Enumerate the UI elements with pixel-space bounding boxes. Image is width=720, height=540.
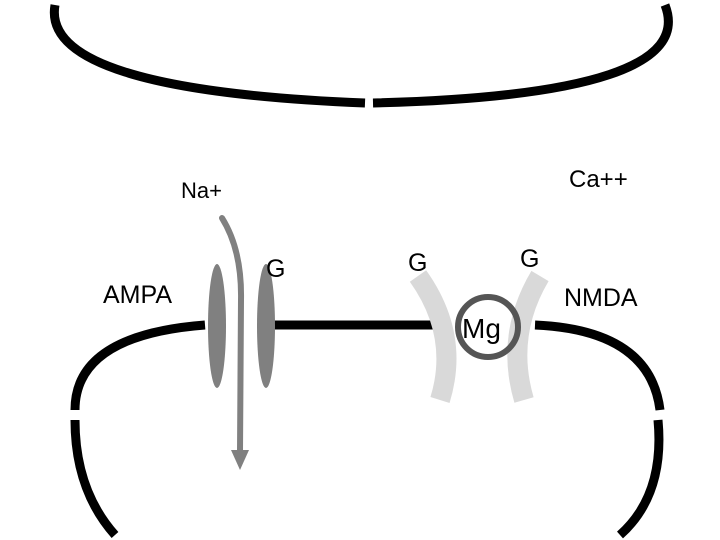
presynaptic-membrane — [49, 3, 673, 108]
ampa-channel-right — [257, 264, 275, 388]
postsynaptic-membrane — [70, 320, 665, 539]
postsynaptic-membrane-left-upper — [70, 320, 206, 411]
label-calcium: Ca++ — [569, 166, 628, 193]
ampa-channel-left — [208, 264, 226, 388]
label-sodium: Na+ — [181, 178, 222, 203]
presynaptic-membrane-right — [372, 3, 673, 108]
ampa-channel — [208, 264, 275, 388]
postsynaptic-membrane-left-lower — [70, 419, 119, 538]
label-glutamate-nmda-right: G — [520, 245, 539, 273]
sodium-arrow-head — [231, 450, 249, 470]
label-magnesium: Mg — [462, 313, 501, 344]
postsynaptic-membrane-right-lower — [616, 419, 664, 539]
mg-block-ring — [455, 294, 521, 360]
presynaptic-membrane-left — [49, 4, 366, 108]
sodium-arrow-shaft — [219, 215, 245, 455]
label-glutamate-nmda-left: G — [408, 249, 427, 277]
nmda-channel-right — [507, 270, 549, 403]
label-nmda: NMDA — [564, 284, 638, 312]
label-ampa: AMPA — [103, 281, 172, 309]
nmda-channel-left — [409, 270, 457, 403]
sodium-influx-arrow — [219, 215, 249, 470]
postsynaptic-membrane-right-upper — [534, 320, 665, 411]
label-glutamate-ampa: G — [266, 255, 285, 283]
